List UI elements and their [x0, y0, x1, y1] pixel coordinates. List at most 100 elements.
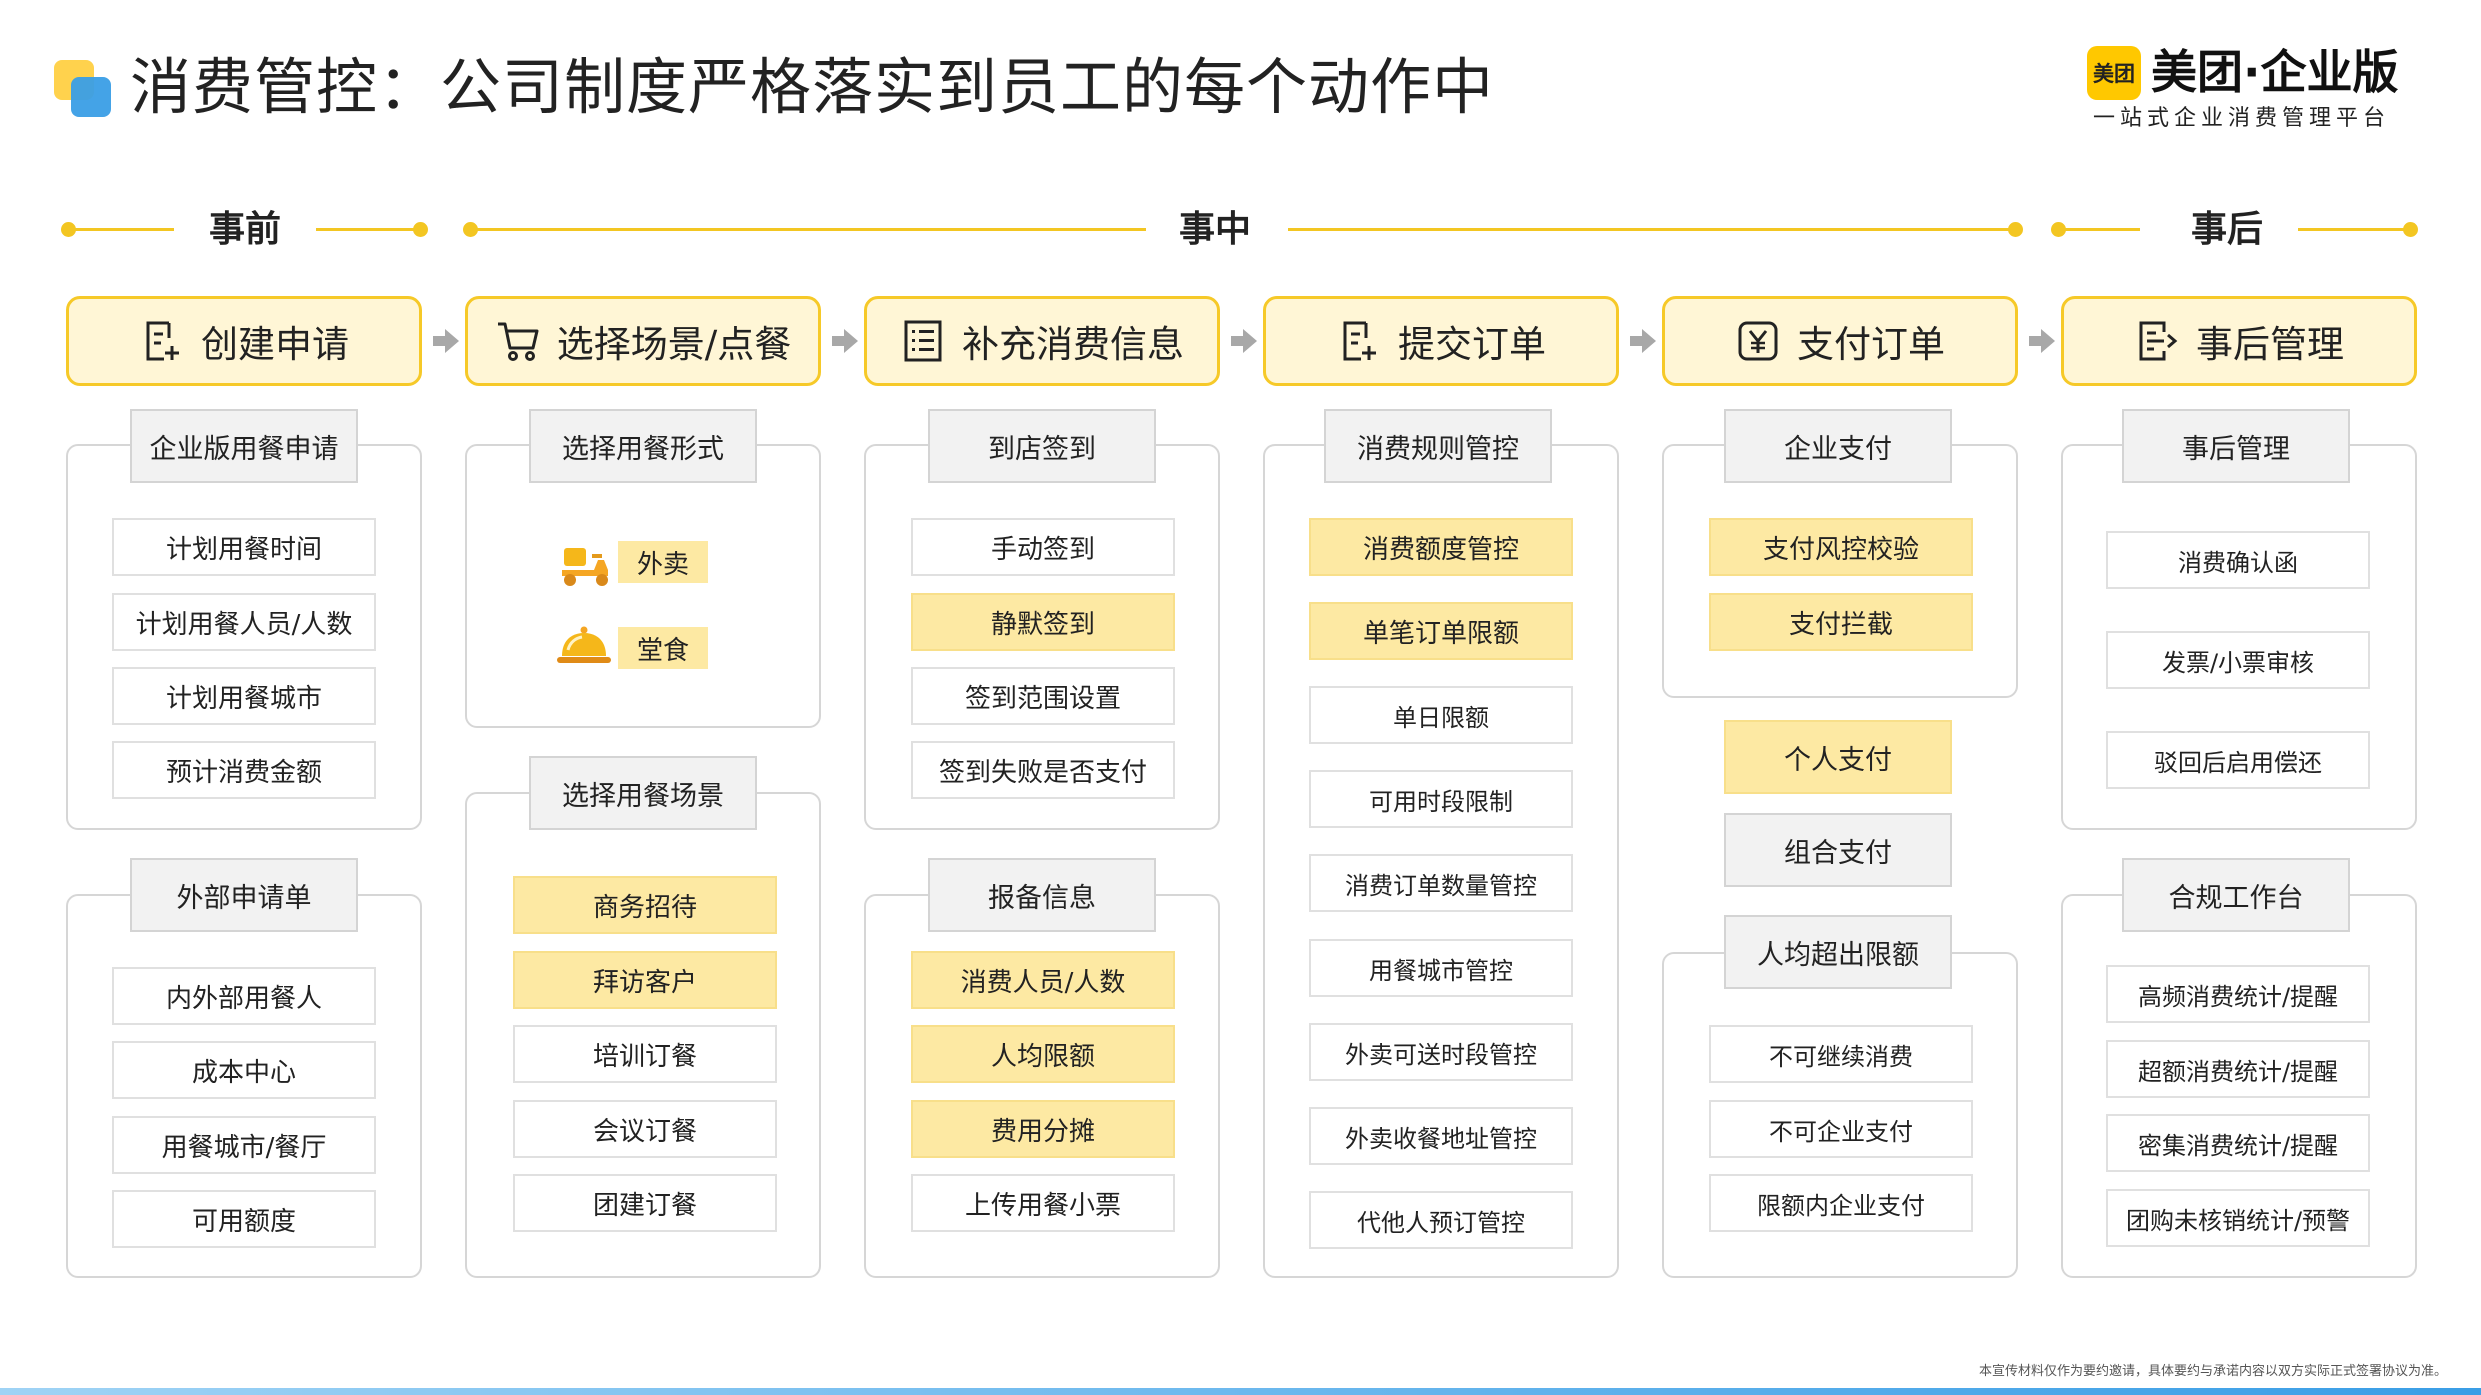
- list-item: 驳回后启用偿还: [2106, 731, 2370, 789]
- step-label: 支付订单: [1797, 323, 1945, 366]
- list-item: 计划用餐城市: [112, 667, 376, 725]
- group-title: 报备信息: [928, 858, 1156, 932]
- list-item: 用餐城市管控: [1309, 939, 1573, 997]
- personal-payment-tag: 个人支付: [1724, 720, 1952, 794]
- phase-line: [316, 228, 420, 231]
- list-item: 发票/小票审核: [2106, 631, 2370, 689]
- list-item: 不可继续消费: [1709, 1025, 1973, 1083]
- dine-in-option: 堂食: [618, 627, 708, 669]
- group-title: 事后管理: [2122, 409, 2350, 483]
- list-item: 可用时段限制: [1309, 770, 1573, 828]
- group-title: 消费规则管控: [1324, 409, 1552, 483]
- phase-during-label: 事中: [1178, 209, 1251, 250]
- yen-icon: [1738, 321, 1778, 361]
- step-select-scene: 选择场景/点餐: [465, 296, 821, 386]
- list-item: 商务招待: [513, 876, 777, 934]
- list-item: 培训订餐: [513, 1025, 777, 1083]
- delivery-option: 外卖: [618, 541, 708, 583]
- list-item: 成本中心: [112, 1041, 376, 1099]
- combined-payment-tag: 组合支付: [1724, 813, 1952, 887]
- cart-icon: [497, 322, 539, 361]
- list-icon: [904, 320, 942, 362]
- form-add-icon: [146, 321, 179, 361]
- step-arrow-icon: [433, 329, 459, 353]
- step-supplement-info: 补充消费信息: [864, 296, 1220, 386]
- meituan-logo-icon: 美团: [2087, 46, 2141, 100]
- step-arrow-icon: [1231, 329, 1257, 353]
- list-item: 拜访客户: [513, 951, 777, 1009]
- list-item: 外卖可送时段管控: [1309, 1023, 1573, 1081]
- group-title: 企业版用餐申请: [130, 409, 358, 483]
- phase-dot: [2403, 222, 2418, 237]
- list-item: 人均限额: [911, 1025, 1175, 1083]
- list-item: 不可企业支付: [1709, 1100, 1973, 1158]
- phase-after-label: 事后: [2190, 209, 2263, 250]
- list-item: 支付拦截: [1709, 593, 1973, 651]
- phase-dot: [2008, 222, 2023, 237]
- step-label: 提交订单: [1398, 323, 1546, 366]
- group-title: 企业支付: [1724, 409, 1952, 483]
- phase-before-label: 事前: [208, 209, 281, 250]
- list-item: 消费额度管控: [1309, 518, 1573, 576]
- bottom-accent-bar: [0, 1388, 2481, 1395]
- list-item: 团建订餐: [513, 1174, 777, 1232]
- list-item: 限额内企业支付: [1709, 1174, 1973, 1232]
- list-item: 用餐城市/餐厅: [112, 1116, 376, 1174]
- phase-line: [2298, 228, 2408, 231]
- food-cloche-icon: [557, 626, 611, 663]
- list-item: 上传用餐小票: [911, 1174, 1175, 1232]
- group-title: 到店签到: [928, 409, 1156, 483]
- delivery-scooter-icon: [562, 548, 608, 586]
- brand: 美团 美团·企业版 一站式企业消费管理平台: [2087, 40, 2417, 135]
- step-label: 创建申请: [201, 323, 349, 366]
- disclaimer-footnote: 本宣传材料仅作为要约邀请，具体要约与承诺内容以双方实际正式签署协议为准。: [1978, 1364, 2447, 1379]
- group-title: 合规工作台: [2122, 858, 2350, 932]
- list-item: 团购未核销统计/预警: [2106, 1189, 2370, 1247]
- step-arrow-icon: [832, 329, 858, 353]
- list-item: 计划用餐时间: [112, 518, 376, 576]
- step-arrow-icon: [2029, 329, 2055, 353]
- step-label: 事后管理: [2196, 323, 2344, 366]
- list-item: 支付风控校验: [1709, 518, 1973, 576]
- list-item: 预计消费金额: [112, 741, 376, 799]
- brand-slogan: 一站式企业消费管理平台: [2093, 106, 2391, 131]
- list-item: 费用分摊: [911, 1100, 1175, 1158]
- list-item: 签到范围设置: [911, 667, 1175, 725]
- group-title: 选择用餐场景: [529, 756, 757, 830]
- step-create-application: 创建申请: [66, 296, 422, 386]
- group-title: 外部申请单: [130, 858, 358, 932]
- phase-line: [470, 228, 1146, 231]
- list-item: 静默签到: [911, 593, 1175, 651]
- step-submit-order: 提交订单: [1263, 296, 1619, 386]
- brand-name: 美团·企业版: [2151, 45, 2399, 99]
- title-logo-icon: [54, 60, 112, 117]
- step-label: 补充消费信息: [962, 323, 1184, 366]
- list-item: 计划用餐人员/人数: [112, 593, 376, 651]
- step-arrow-icon: [1630, 329, 1656, 353]
- group-title: 选择用餐形式: [529, 409, 757, 483]
- list-item: 代他人预订管控: [1309, 1191, 1573, 1249]
- phase-line: [68, 228, 174, 231]
- list-item: 高频消费统计/提醒: [2106, 965, 2370, 1023]
- phase-line: [2058, 228, 2140, 231]
- export-doc-icon: [2139, 321, 2178, 361]
- page-title: 消费管控：公司制度严格落实到员工的每个动作中: [130, 52, 1495, 123]
- list-item: 超额消费统计/提醒: [2106, 1040, 2370, 1098]
- step-post-management: 事后管理: [2061, 296, 2417, 386]
- meal-form-panel: [465, 444, 821, 728]
- step-pay-order: 支付订单: [1662, 296, 2018, 386]
- list-item: 签到失败是否支付: [911, 741, 1175, 799]
- list-item: 消费确认函: [2106, 531, 2370, 589]
- list-item: 消费订单数量管控: [1309, 854, 1573, 912]
- list-item: 外卖收餐地址管控: [1309, 1107, 1573, 1165]
- list-item: 单日限额: [1309, 686, 1573, 744]
- list-item: 手动签到: [911, 518, 1175, 576]
- step-label: 选择场景/点餐: [556, 323, 792, 366]
- group-title: 人均超出限额: [1724, 915, 1952, 989]
- list-item: 单笔订单限额: [1309, 602, 1573, 660]
- list-item: 密集消费统计/提醒: [2106, 1114, 2370, 1172]
- phase-dot: [413, 222, 428, 237]
- list-item: 消费人员/人数: [911, 951, 1175, 1009]
- list-item: 会议订餐: [513, 1100, 777, 1158]
- list-item: 可用额度: [112, 1190, 376, 1248]
